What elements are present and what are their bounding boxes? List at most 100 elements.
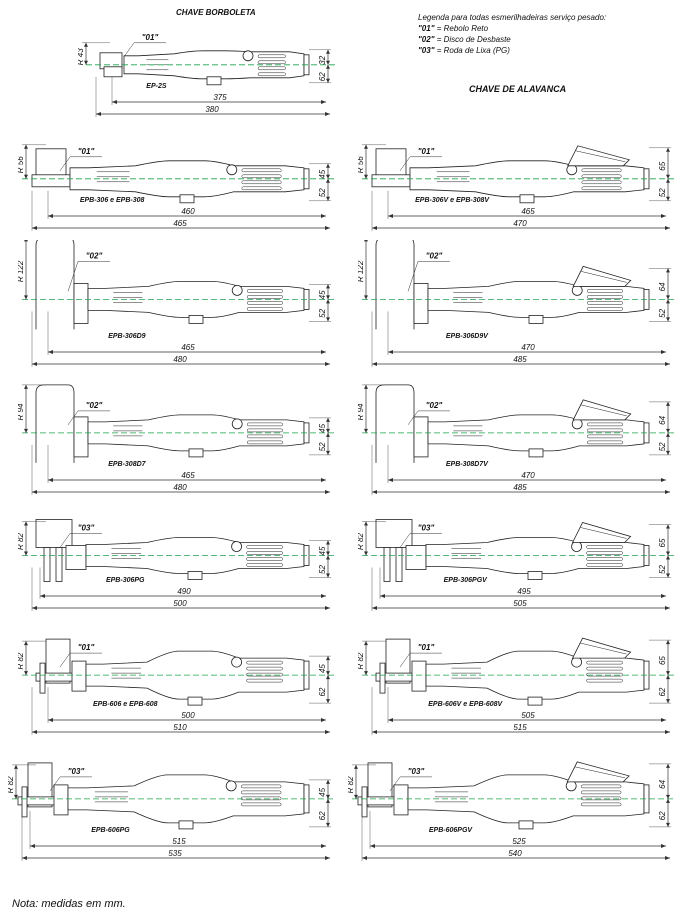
guard-outline bbox=[385, 638, 411, 684]
grinder-drawing bbox=[371, 145, 650, 204]
height-dim-bottom: 62 bbox=[658, 811, 667, 820]
throttle-rib bbox=[580, 790, 622, 795]
model-label: EPB-308D7V bbox=[446, 461, 489, 468]
lower-clamp bbox=[178, 820, 194, 830]
wheel-type-callout: "01" bbox=[418, 147, 435, 156]
throttle-rib bbox=[246, 545, 283, 549]
throttle-rib bbox=[241, 168, 282, 173]
height-dim-top: 45 bbox=[318, 169, 327, 178]
grinder-drawing bbox=[357, 761, 650, 830]
radius-dim: R 82 bbox=[348, 776, 355, 793]
length-dim-overall: 480 bbox=[173, 483, 187, 492]
grinder-drawing bbox=[375, 384, 650, 463]
throttle-rib bbox=[246, 666, 283, 671]
legend-item: "03" = Roda de Lixa (PG) bbox=[418, 46, 510, 55]
spindle-flange bbox=[103, 66, 123, 78]
wheel bbox=[361, 786, 368, 818]
radius-dim: R 82 bbox=[358, 533, 365, 550]
radius-dim: R 82 bbox=[18, 533, 25, 550]
throttle-rib bbox=[586, 428, 623, 433]
height-dim-top: 45 bbox=[318, 546, 327, 555]
sanding-wheel bbox=[383, 547, 391, 582]
throttle-rib bbox=[586, 440, 623, 445]
model-label: EPB-306D9V bbox=[446, 333, 489, 340]
length-dim-overall: 510 bbox=[173, 723, 187, 732]
length-dim-overall: 540 bbox=[508, 849, 522, 858]
height-dim-bottom: 52 bbox=[318, 308, 327, 317]
disc-guard bbox=[375, 384, 415, 463]
height-dim-top: 45 bbox=[318, 290, 327, 299]
length-dim-inner: 470 bbox=[521, 471, 535, 480]
throttle-rib bbox=[246, 672, 283, 677]
height-dim-top: 65 bbox=[658, 656, 667, 665]
length-dim-inner: 465 bbox=[181, 343, 195, 352]
throttle-ring bbox=[226, 164, 238, 176]
throttle-rib bbox=[586, 422, 623, 427]
radius-dim: R 56 bbox=[358, 156, 365, 173]
sanding-wheel bbox=[55, 547, 63, 582]
throttle-rib bbox=[580, 802, 622, 807]
length-dim-overall: 480 bbox=[173, 355, 187, 364]
throttle-rib bbox=[586, 295, 623, 299]
throttle-rib bbox=[580, 796, 622, 801]
throttle-rib bbox=[586, 434, 623, 439]
throttle-ring bbox=[231, 656, 243, 668]
model-label: EPB-308D7 bbox=[108, 461, 146, 468]
disc-guard bbox=[375, 240, 415, 330]
height-dim-top: 64 bbox=[658, 282, 667, 291]
height-dim-bottom: 52 bbox=[318, 442, 327, 451]
length-dim-inner: 505 bbox=[521, 711, 535, 720]
units-note: Nota: medidas em mm. bbox=[12, 898, 126, 910]
throttle-rib bbox=[246, 295, 283, 299]
guard-bracket bbox=[71, 660, 87, 692]
throttle-rib bbox=[586, 672, 623, 677]
wheel-type-callout: "03" bbox=[68, 767, 85, 776]
length-dim-inner: 460 bbox=[181, 207, 195, 216]
length-dim-overall: 485 bbox=[513, 483, 527, 492]
lower-clamp bbox=[187, 696, 203, 706]
throttle-ring bbox=[225, 780, 237, 792]
wheel-type-callout: "03" bbox=[408, 767, 425, 776]
lower-clamp bbox=[527, 571, 543, 580]
callout-leader bbox=[67, 261, 79, 292]
length-dim-inner: 515 bbox=[172, 837, 186, 846]
lower-clamp bbox=[528, 315, 544, 324]
throttle-ring bbox=[231, 541, 243, 552]
lower-clamp bbox=[187, 571, 203, 580]
wheel-type-callout: "01" bbox=[78, 147, 95, 156]
guard-bracket bbox=[73, 416, 89, 458]
throttle-rib bbox=[586, 557, 623, 561]
guard-bracket bbox=[405, 545, 427, 570]
throttle-rib bbox=[586, 307, 623, 311]
grinder-drawing bbox=[35, 384, 310, 463]
callout-leader bbox=[59, 652, 71, 668]
height-dim-bottom: 52 bbox=[658, 308, 667, 317]
lower-clamp bbox=[519, 194, 535, 204]
sanding-wheel bbox=[43, 547, 51, 582]
lower-clamp bbox=[528, 448, 544, 458]
guard-bracket bbox=[413, 283, 429, 324]
length-dim-inner: 495 bbox=[517, 587, 531, 596]
throttle-rib bbox=[586, 660, 623, 665]
throttle-ring bbox=[571, 541, 583, 552]
grinder-drawing bbox=[35, 240, 310, 330]
callout-leader bbox=[407, 410, 419, 426]
throttle-ring bbox=[231, 285, 243, 296]
height-dim-bottom: 52 bbox=[658, 565, 667, 574]
legend-item: "02" = Disco de Desbaste bbox=[418, 35, 511, 44]
lower-clamp bbox=[179, 194, 195, 204]
height-dim-top: 45 bbox=[318, 787, 327, 796]
model-label: EPB-606PG bbox=[91, 827, 130, 834]
wheel-type-callout: "03" bbox=[418, 524, 435, 533]
height-dim-bottom: 62 bbox=[318, 687, 327, 696]
model-label: EP-2S bbox=[146, 83, 167, 90]
callout-leader bbox=[389, 776, 401, 792]
title-lever-key: CHAVE DE ALAVANCA bbox=[469, 84, 567, 94]
lower-clamp bbox=[188, 315, 204, 324]
guard-bracket bbox=[393, 784, 409, 816]
